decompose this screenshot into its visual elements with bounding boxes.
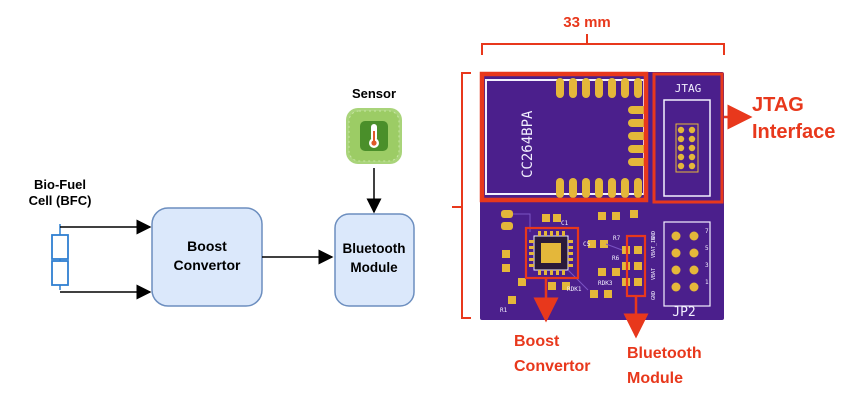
chip-top-pads (556, 78, 642, 98)
boost-callout-line1: Boost (514, 333, 560, 350)
boost-block-line2: Convertor (174, 257, 241, 273)
bluetooth-block-line1: Bluetooth (343, 241, 406, 256)
lower-components: JP2 C1 C5 R7 R6 RDK1 RDK3 R1 GND VBAT VB… (500, 210, 711, 320)
chip-bottom-pads (556, 178, 642, 198)
bfc-label-line2: Cell (BFC) (29, 193, 92, 208)
chip-side-pads (628, 106, 648, 166)
jtag-highlight (652, 72, 724, 204)
bluetooth-chip-highlight (479, 71, 649, 203)
silk-rdk1: RDK1 (567, 286, 582, 293)
silk-c1: C1 (561, 220, 569, 227)
bluetooth-callout-line1: Bluetooth (627, 345, 702, 362)
bluetooth-block-line2: Module (350, 260, 398, 275)
jp2-silk: JP2 (672, 305, 695, 320)
jtag-header-outline (663, 99, 711, 197)
silk-r6: R6 (612, 255, 620, 262)
bfc-symbol (51, 224, 69, 290)
silk-pin-5: 5 (705, 245, 709, 252)
jtag-callout-line2: Interface (752, 121, 835, 143)
silk-vbat-in: VBAT_IN (651, 237, 657, 258)
pcb-figure: 33 mm CC264BPA (452, 14, 835, 387)
silk-c5: C5 (583, 241, 591, 248)
dimension-label: 33 mm (563, 14, 611, 31)
jtag-pins (677, 126, 696, 170)
width-bracket (481, 43, 725, 55)
height-bracket (461, 72, 471, 319)
bfc-label-line1: Bio-Fuel (34, 177, 86, 192)
jtag-callout-line1: JTAG (752, 94, 804, 116)
chip-label: CC264BPA (520, 110, 536, 178)
bluetooth-callout-line2: Module (627, 370, 683, 387)
bluetooth-chip-outline (485, 79, 645, 195)
boost-ic-highlight (524, 226, 580, 280)
silk-gnd-2: GND (651, 231, 657, 240)
silk-vbat: VBAT (651, 268, 657, 280)
silk-pin-7: 7 (705, 228, 709, 235)
silk-rdk3: RDK3 (598, 280, 613, 287)
sensor-label: Sensor (352, 86, 396, 101)
boost-block-line1: Boost (187, 238, 227, 254)
silk-gnd-1: GND (651, 291, 657, 300)
thermometer-icon (346, 108, 402, 164)
jtag-silk: JTAG (675, 82, 702, 95)
silk-r7: R7 (613, 235, 621, 242)
boost-callout-line2: Convertor (514, 358, 590, 375)
bluetooth-module-block (334, 213, 415, 307)
silk-r1: R1 (500, 307, 508, 314)
silk-pin-1: 1 (705, 279, 709, 286)
silk-pin-3: 3 (705, 262, 709, 269)
block-diagram: Bio-Fuel Cell (BFC) Boost Convertor Blue… (29, 86, 415, 307)
